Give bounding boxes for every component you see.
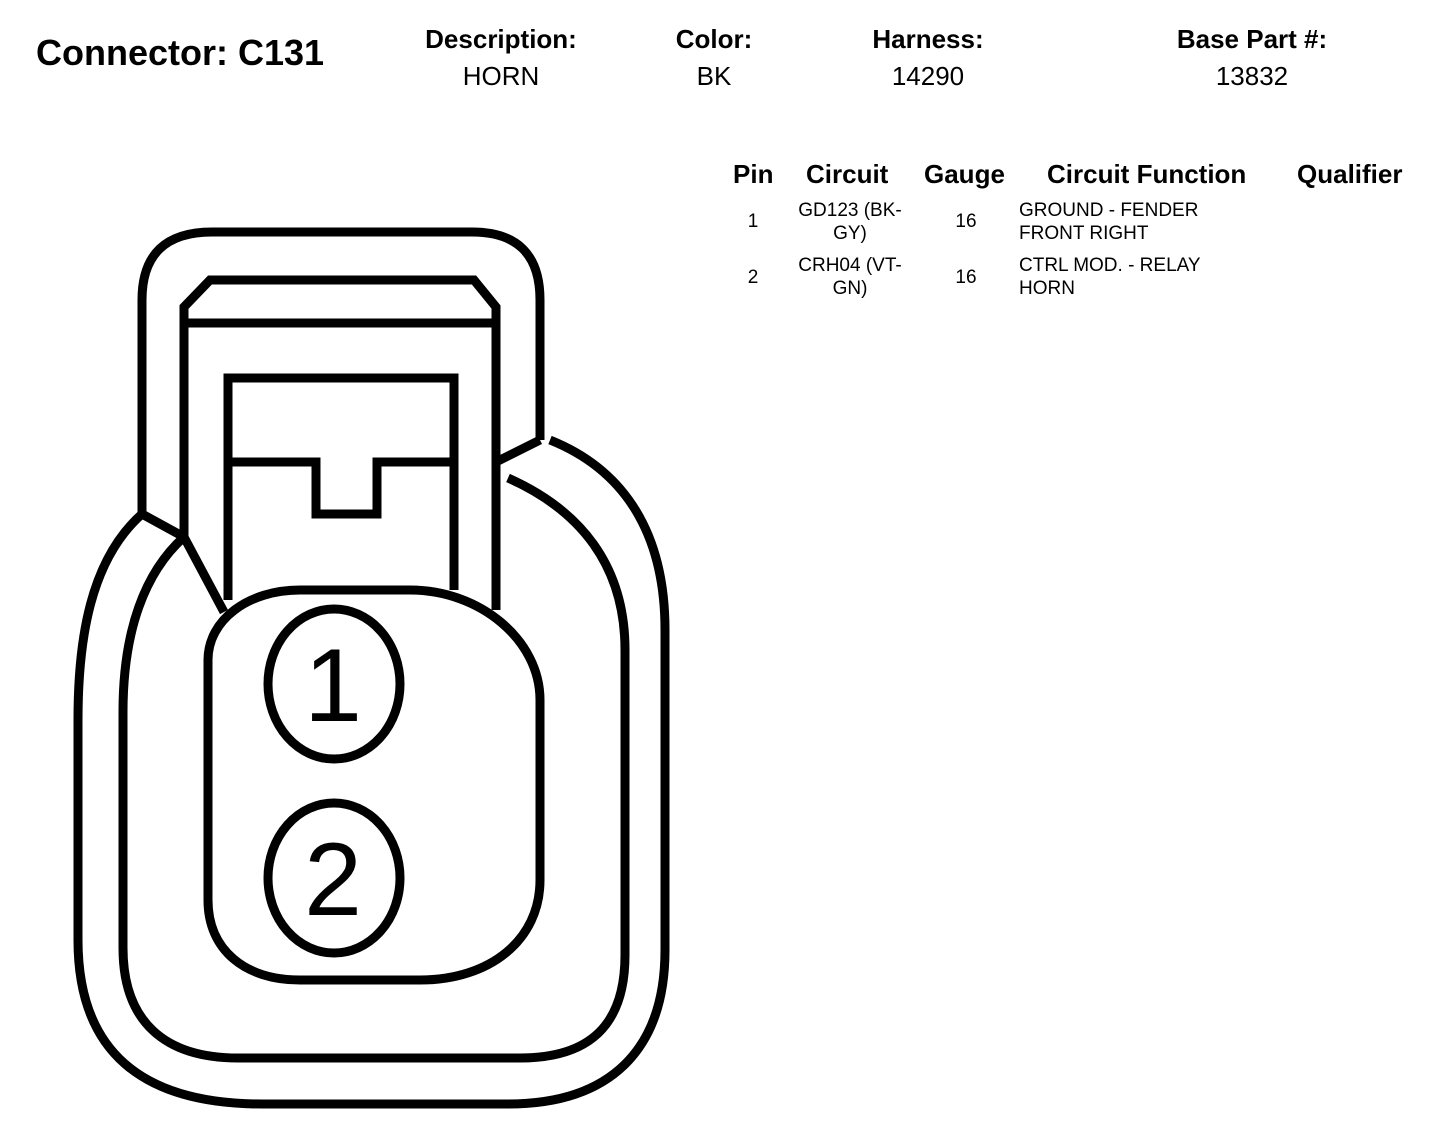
color-block: Color: BK [654, 22, 774, 96]
row-1-circuit: GD123 (BK- GY) [798, 200, 902, 244]
pin-1-label: 1 [304, 628, 362, 744]
column-header-circuit-function: Circuit Function [1047, 159, 1247, 189]
description-block: Description: HORN [401, 22, 601, 96]
left-shoulder-line [139, 510, 187, 541]
row-2-pin: 2 [747, 267, 759, 288]
row-1-function: GROUND - FENDER FRONT RIGHT [1019, 200, 1199, 244]
right-shoulder-line [493, 435, 543, 467]
pin-2-cavity [263, 798, 405, 958]
inner-shell-outline [118, 473, 630, 1063]
row-2-gauge: 16 [955, 267, 977, 288]
description-label: Description: [425, 24, 577, 54]
color-value: BK [696, 61, 732, 91]
column-header-circuit: Circuit [806, 159, 889, 189]
column-header-gauge: Gauge [924, 159, 1005, 189]
lock-tab [223, 373, 459, 600]
base-part-value: 13832 [1215, 61, 1289, 91]
base-part-label: Base Part #: [1176, 24, 1328, 54]
pin-1-cavity [263, 604, 405, 764]
lock-tab-notch [228, 457, 454, 519]
cavity-block-outline [203, 585, 545, 985]
column-header-pin: Pin [733, 159, 774, 189]
harness-label: Harness: [872, 24, 984, 54]
description-value: HORN [462, 61, 540, 91]
color-label: Color: [675, 24, 753, 54]
harness-value: 14290 [891, 61, 965, 91]
pin-2-label: 2 [304, 822, 362, 938]
column-header-qualifier: Qualifier [1297, 159, 1403, 189]
harness-block: Harness: 14290 [838, 22, 1018, 96]
outer-shell-outline [73, 227, 670, 1109]
base-part-block: Base Part #: 13832 [1152, 22, 1352, 96]
row-1-gauge: 16 [955, 211, 977, 232]
row-2-function: CTRL MOD. - RELAY HORN [1019, 255, 1201, 299]
row-1-pin: 1 [747, 211, 759, 232]
connector-title: Connector: C131 [36, 32, 325, 73]
row-2-circuit: CRH04 (VT- GN) [798, 255, 902, 299]
latch-frame [179, 275, 501, 615]
